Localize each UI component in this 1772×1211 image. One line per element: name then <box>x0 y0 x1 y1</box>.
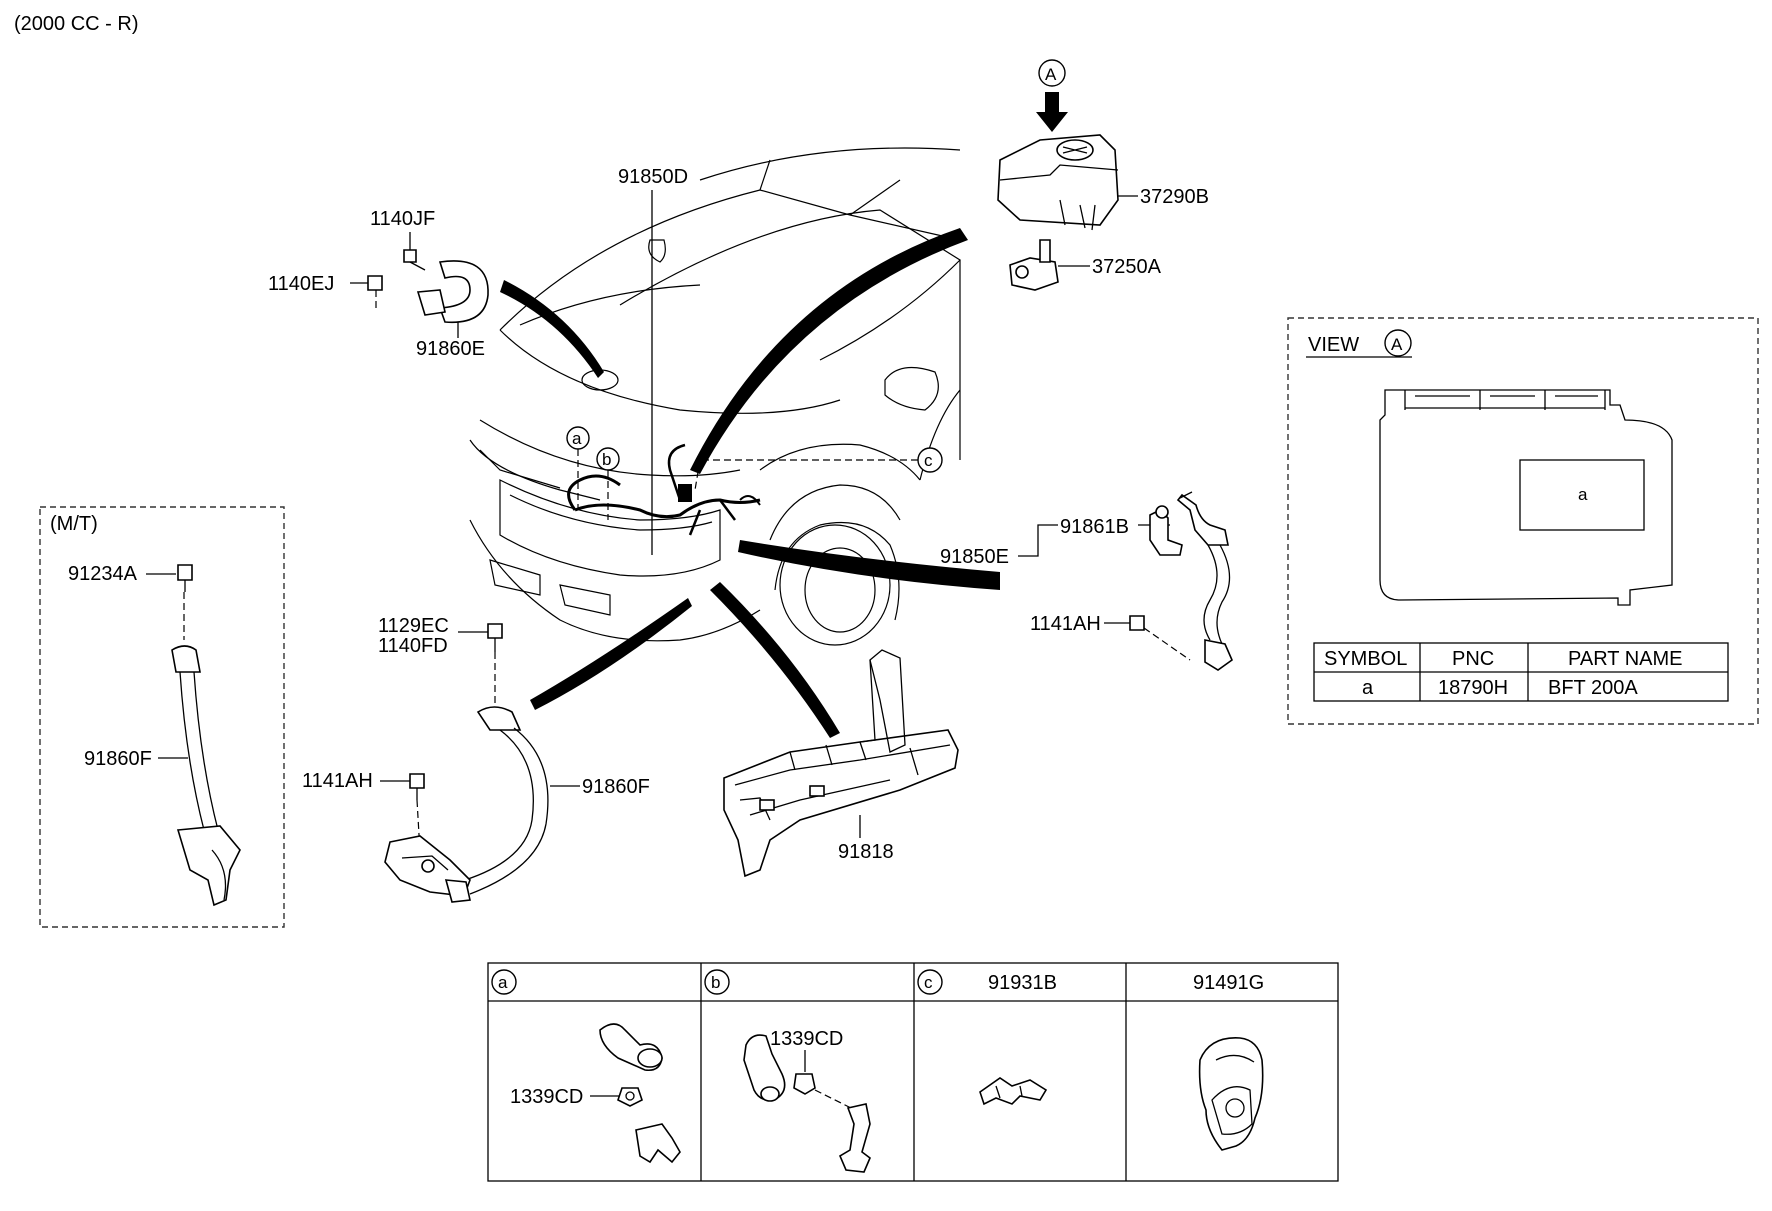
engine-spec-note: (2000 CC - R) <box>14 13 138 35</box>
callout-c: c <box>694 447 943 491</box>
cell-b-part: 1339CD <box>770 1028 843 1050</box>
view-A-panel <box>1287 317 1759 725</box>
cell-a: a 1339CD <box>491 969 681 1164</box>
mt-panel <box>39 506 285 928</box>
label-37290B: 37290B <box>1140 186 1209 208</box>
label-1129EC: 1129EC <box>378 615 449 637</box>
label-91860F-mt: 91860F <box>84 748 152 770</box>
pnc-row-symbol: a <box>1362 677 1374 699</box>
battery-ground-cable-91860F <box>384 706 549 903</box>
label-91860E: 91860E <box>416 338 485 360</box>
cell-b-letter: b <box>711 973 720 992</box>
fuse-slot-a <box>1519 459 1645 531</box>
leader-wedges <box>500 228 1000 738</box>
label-91234A: 91234A <box>68 563 138 585</box>
label-1140FD: 1140FD <box>378 635 448 657</box>
label-91860F-main: 91860F <box>582 776 650 798</box>
fuse-slot-label: a <box>1578 485 1588 504</box>
bolt-1141AH-left <box>380 773 425 853</box>
svg-text:c: c <box>924 451 933 470</box>
fuse-box-cover-37290B <box>997 134 1138 231</box>
cell-c: c 91931B <box>917 969 1057 1106</box>
view-callout-A: A <box>1384 329 1412 357</box>
cell-b: b 1339CD <box>704 969 871 1173</box>
cell-a-part: 1339CD <box>510 1086 583 1108</box>
pnc-header-name: PART NAME <box>1568 648 1682 670</box>
ground-cable-91860E <box>350 232 489 338</box>
callout-A: A <box>1036 59 1068 132</box>
bolt-1129EC <box>458 623 503 705</box>
label-1141AH-right: 1141AH <box>1030 613 1101 635</box>
cell-4-title: 91491G <box>1193 972 1264 994</box>
cell-c-title: 91931B <box>988 972 1057 994</box>
label-91818: 91818 <box>838 841 894 863</box>
bolt-1141AH-right <box>1104 615 1191 661</box>
pnc-header-pnc: PNC <box>1452 648 1494 670</box>
harness-protector-91818 <box>723 649 959 878</box>
pnc-header-symbol: SYMBOL <box>1324 648 1407 670</box>
cell-a-letter: a <box>498 973 508 992</box>
pnc-row-pnc: 18790H <box>1438 677 1508 699</box>
label-37250A: 37250A <box>1092 256 1162 278</box>
label-1140EJ: 1140EJ <box>268 273 334 295</box>
front-wiring-harness <box>567 443 761 536</box>
label-91850D: 91850D <box>618 166 688 188</box>
pnc-row-name: BFT 200A <box>1548 677 1638 699</box>
label-1140JF: 1140JF <box>370 208 435 230</box>
label-1141AH-left: 1141AH <box>302 770 373 792</box>
battery-cable-91850E <box>1149 491 1233 671</box>
svg-text:A: A <box>1391 335 1403 354</box>
cell-c-letter: c <box>924 973 933 992</box>
fuse-box-top-view <box>1379 389 1673 606</box>
svg-text:A: A <box>1045 65 1057 84</box>
callout-a: a <box>566 426 590 510</box>
label-91861B: 91861B <box>1060 516 1129 538</box>
pnc-table: SYMBOL PNC PART NAME a 18790H BFT 200A <box>1313 642 1729 702</box>
mt-title: (M/T) <box>50 513 98 535</box>
vehicle-outline <box>469 147 961 646</box>
label-91850E: 91850E <box>940 546 1009 568</box>
svg-text:a: a <box>572 429 582 448</box>
cell-91491G: 91491G <box>1193 972 1264 1151</box>
svg-text:b: b <box>602 450 611 469</box>
sub-assembly-table <box>487 962 1339 1182</box>
callout-b: b <box>596 447 620 520</box>
mt-ground-cable <box>171 564 241 907</box>
terminal-37250A <box>1009 239 1090 291</box>
view-title: VIEW <box>1308 334 1359 356</box>
